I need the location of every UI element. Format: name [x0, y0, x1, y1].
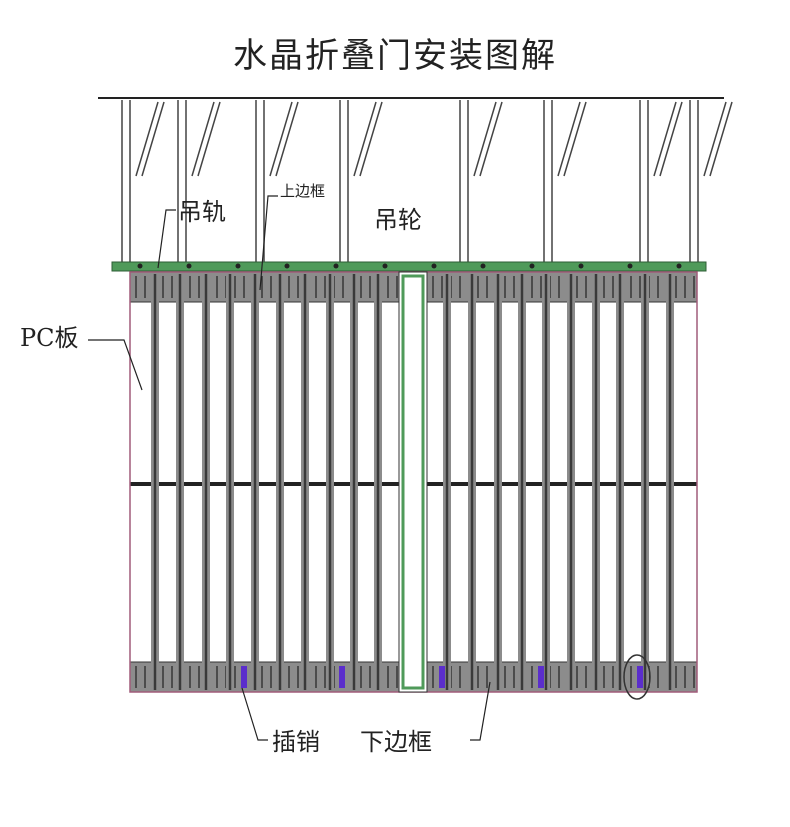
pin-mark [339, 666, 345, 688]
pin-mark [241, 666, 247, 688]
ceiling-brace [191, 101, 215, 177]
diagram-title: 水晶折叠门安装图解 [233, 36, 557, 76]
pulley-mark [431, 263, 437, 269]
pulley-mark [676, 263, 682, 269]
ceiling-brace [353, 101, 377, 177]
pulley-mark [480, 263, 486, 269]
pulley-group [137, 263, 682, 269]
pin-mark [439, 666, 445, 688]
ceiling-brace [275, 101, 299, 177]
ceiling-brace [563, 101, 587, 177]
ceiling-brace [557, 101, 581, 177]
ceiling-brace [135, 101, 159, 177]
pulley-mark [627, 263, 633, 269]
pulley-mark [578, 263, 584, 269]
label-top-frame: 上边框 [280, 182, 325, 200]
label-hanging-rail: 吊轨 [178, 198, 226, 226]
pulley-mark [137, 263, 143, 269]
pulley-mark [284, 263, 290, 269]
ceiling-brace [141, 101, 165, 177]
label-pin: 插销 [272, 728, 320, 756]
pulley-mark [333, 263, 339, 269]
pulley-mark [235, 263, 241, 269]
ceiling-brace [359, 101, 383, 177]
pulley-mark [186, 263, 192, 269]
ceiling-brace [703, 101, 727, 177]
door-body [129, 271, 698, 700]
ceiling-brace [479, 101, 503, 177]
ceiling-brace [709, 101, 733, 177]
callout-lines [88, 195, 491, 741]
hanging-rail [111, 261, 707, 272]
ceiling-structure [98, 97, 733, 262]
ceiling-brace [197, 101, 221, 177]
pin-highlight-circle [623, 654, 651, 700]
label-bottom-frame: 下边框 [360, 728, 432, 756]
label-pulley: 吊轮 [374, 206, 422, 234]
pulley-mark [382, 263, 388, 269]
ceiling-brace [269, 101, 293, 177]
label-pc-panel: PC板 [20, 324, 79, 352]
ceiling-brace [659, 101, 683, 177]
pin-mark [637, 666, 643, 688]
pulley-mark [529, 263, 535, 269]
ceiling-brace [473, 101, 497, 177]
ceiling-brace [653, 101, 677, 177]
pin-mark [538, 666, 544, 688]
